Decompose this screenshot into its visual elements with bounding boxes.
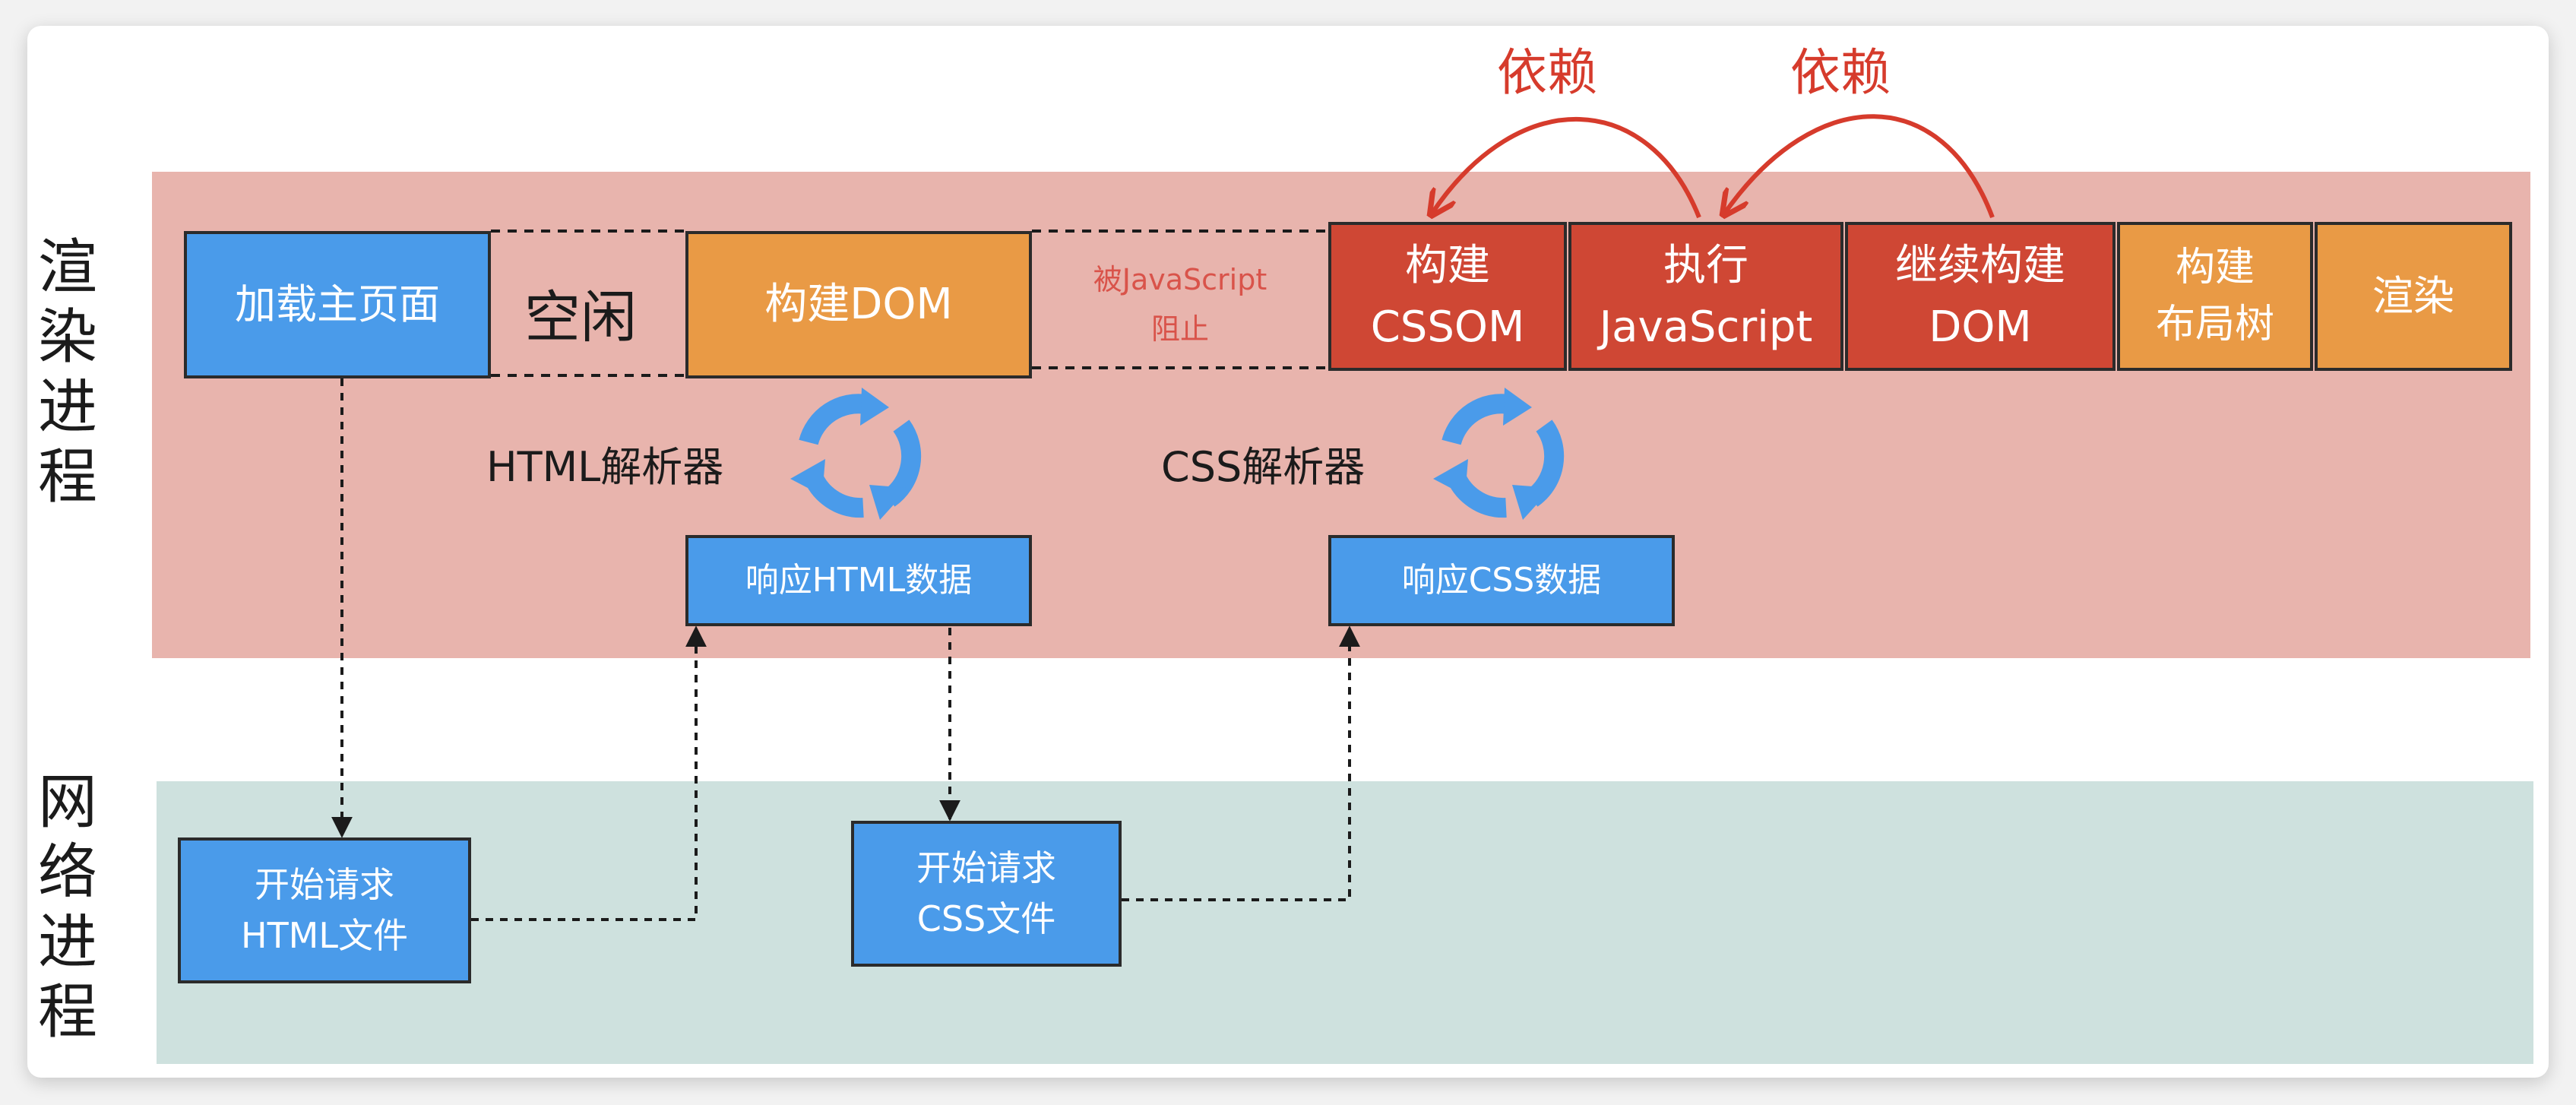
respond-html-box: 响应HTML数据 (685, 535, 1032, 626)
network-process-label: 网络进程 (37, 768, 97, 1047)
dependency-label-1: 依赖 (1497, 43, 1597, 102)
continue-dom-box: 继续构建 DOM (1845, 222, 2116, 371)
render-process-label: 渲染进程 (37, 233, 97, 512)
request-css-box: 开始请求 CSS文件 (851, 821, 1122, 967)
css-parser-label: CSS解析器 (1161, 443, 1366, 491)
dependency-arc-2 (1725, 114, 1995, 217)
html-parser-label: HTML解析器 (486, 443, 724, 491)
continue-dom-line1: 继续构建 (1895, 240, 2065, 290)
build-cssom-line2: CSSOM (1370, 302, 1525, 352)
request-css-line1: 开始请求 (916, 847, 1056, 889)
build-layout-tree-box: 构建 布局树 (2117, 222, 2313, 371)
execute-js-box: 执行 JavaScript (1568, 222, 1843, 371)
paint-box: 渲染 (2315, 222, 2512, 371)
build-cssom-box: 构建 CSSOM (1328, 222, 1567, 371)
idle-label: 空闲 (524, 285, 637, 350)
continue-dom-line2: DOM (1929, 302, 2032, 352)
request-html-line2: HTML文件 (240, 915, 408, 956)
load-main-page-box: 加载主页面 (184, 231, 491, 378)
request-html-box: 开始请求 HTML文件 (178, 837, 471, 983)
respond-css-label: 响应CSS数据 (1401, 561, 1602, 600)
respond-html-label: 响应HTML数据 (745, 561, 973, 600)
respond-css-box: 响应CSS数据 (1328, 535, 1675, 626)
request-html-line1: 开始请求 (254, 864, 394, 906)
network-process-band (157, 781, 2533, 1064)
paint-label: 渲染 (2372, 271, 2454, 320)
build-layout-line1: 构建 (2175, 244, 2255, 290)
dependency-arc-1 (1432, 117, 1701, 217)
build-cssom-line1: 构建 (1405, 240, 1490, 290)
css-parser-cycle-icon (1433, 388, 1565, 520)
execute-js-line1: 执行 (1663, 240, 1748, 290)
dependency-label-2: 依赖 (1790, 43, 1891, 102)
load-main-page-label: 加载主页面 (235, 280, 440, 328)
blocked-by-js-note: 被JavaScript 阻止 (1055, 255, 1305, 353)
arrow-request-css-to-respond (1122, 625, 1360, 901)
html-parser-cycle-icon (790, 388, 922, 520)
blocked-by-js-line1: 被JavaScript (1093, 263, 1267, 296)
execute-js-line2: JavaScript (1599, 302, 1813, 352)
build-dom-box: 构建DOM (685, 231, 1032, 378)
build-dom-label: 构建DOM (764, 280, 953, 330)
blocked-by-js-line2: 阻止 (1150, 312, 1209, 346)
arrow-request-html-to-respond (471, 625, 707, 921)
build-layout-line2: 布局树 (2155, 302, 2274, 347)
request-css-line2: CSS文件 (916, 898, 1056, 939)
